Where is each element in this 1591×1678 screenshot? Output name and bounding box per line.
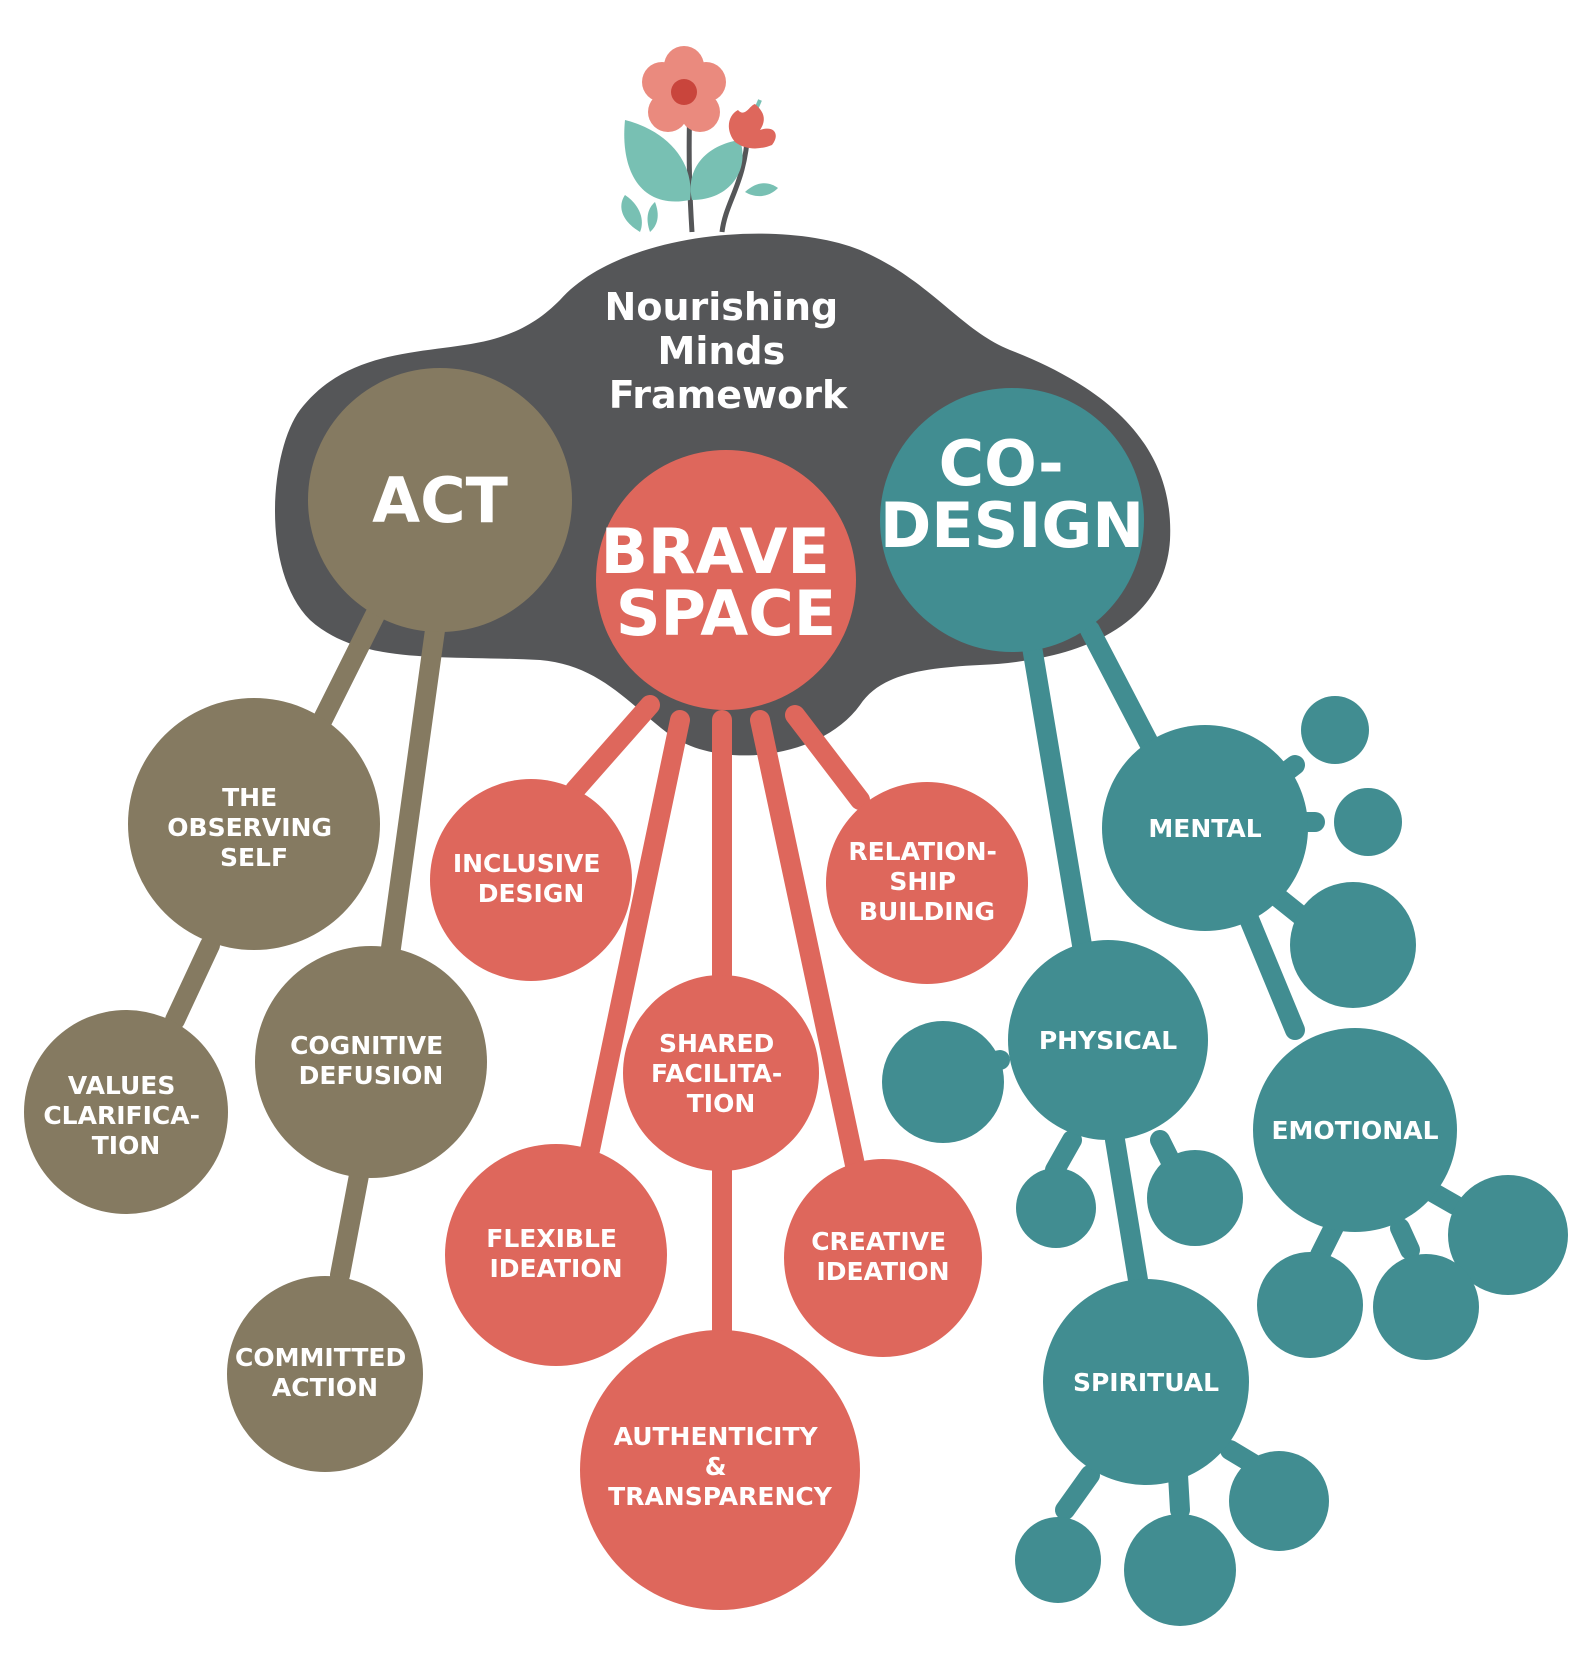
emotional-sub-node — [1257, 1252, 1363, 1358]
relationship-building-node — [826, 782, 1028, 984]
values-clarification-node — [24, 1010, 228, 1214]
co-design-branch — [980, 620, 1465, 1520]
title-line-3: Framework — [609, 373, 848, 417]
values-clarification-label: VALUES CLARIFICA- TION — [43, 1071, 208, 1160]
emotional-sub-node — [1373, 1254, 1479, 1360]
brave-space-label: BRAVE SPACE — [601, 515, 852, 650]
observing-self-node — [128, 698, 380, 950]
spiritual-sub-node — [1015, 1517, 1101, 1603]
mental-sub-node — [1301, 696, 1369, 764]
physical-sub-node — [1016, 1168, 1096, 1248]
emotional-label: EMOTIONAL — [1271, 1116, 1438, 1145]
mental-label: MENTAL — [1148, 814, 1261, 843]
inclusive-design-label: INCLUSIVE DESIGN — [453, 849, 609, 908]
spiritual-label: SPIRITUAL — [1073, 1368, 1219, 1397]
authenticity-transparency-node — [580, 1330, 860, 1610]
physical-label: PHYSICAL — [1039, 1026, 1177, 1055]
mental-sub-node — [1290, 882, 1416, 1008]
physical-sub-node — [1147, 1150, 1243, 1246]
co-design-circle — [880, 388, 1144, 652]
authenticity-transparency-label: AUTHENTICITY & TRANSPARENCY — [608, 1422, 833, 1511]
spiritual-sub-node — [1124, 1514, 1236, 1626]
mental-node — [1102, 725, 1308, 931]
flower-illustration — [621, 46, 778, 233]
title-line-1: Nourishing — [605, 285, 839, 329]
creative-ideation-node — [784, 1159, 982, 1357]
emotional-sub-node — [1448, 1175, 1568, 1295]
co-design-label: CO- DESIGN — [880, 427, 1144, 562]
shared-facilitation-label: SHARED FACILITA- TION — [651, 1029, 791, 1118]
emotional-node — [1253, 1028, 1457, 1232]
committed-action-label: COMMITTED ACTION — [235, 1343, 415, 1402]
framework-title: Nourishing Minds Framework — [605, 285, 852, 417]
brave-space-branch — [565, 695, 870, 1350]
physical-sub-node — [882, 1021, 1004, 1143]
cognitive-defusion-label: COGNITIVE DEFUSION — [290, 1031, 452, 1090]
creative-ideation-label: CREATIVE IDEATION — [811, 1227, 955, 1286]
act-circle — [308, 368, 572, 632]
brave-space-circle — [596, 450, 856, 710]
observing-self-label: THE OBSERVING SELF — [167, 783, 340, 872]
inclusive-design-node — [430, 779, 632, 981]
committed-action-node — [227, 1276, 423, 1472]
spiritual-sub-node — [1229, 1451, 1329, 1551]
physical-node — [1008, 940, 1208, 1140]
flexible-ideation-label: FLEXIBLE IDEATION — [486, 1224, 625, 1283]
title-line-2: Minds — [658, 329, 786, 373]
mental-sub-node — [1334, 788, 1402, 856]
flexible-ideation-node — [445, 1144, 667, 1366]
relationship-building-label: RELATION- SHIP BUILDING — [848, 837, 1005, 926]
act-label: ACT — [372, 464, 508, 537]
cognitive-defusion-node — [255, 946, 487, 1178]
shared-facilitation-node — [623, 975, 819, 1171]
spiritual-node — [1043, 1279, 1249, 1485]
act-branch — [165, 605, 445, 1285]
